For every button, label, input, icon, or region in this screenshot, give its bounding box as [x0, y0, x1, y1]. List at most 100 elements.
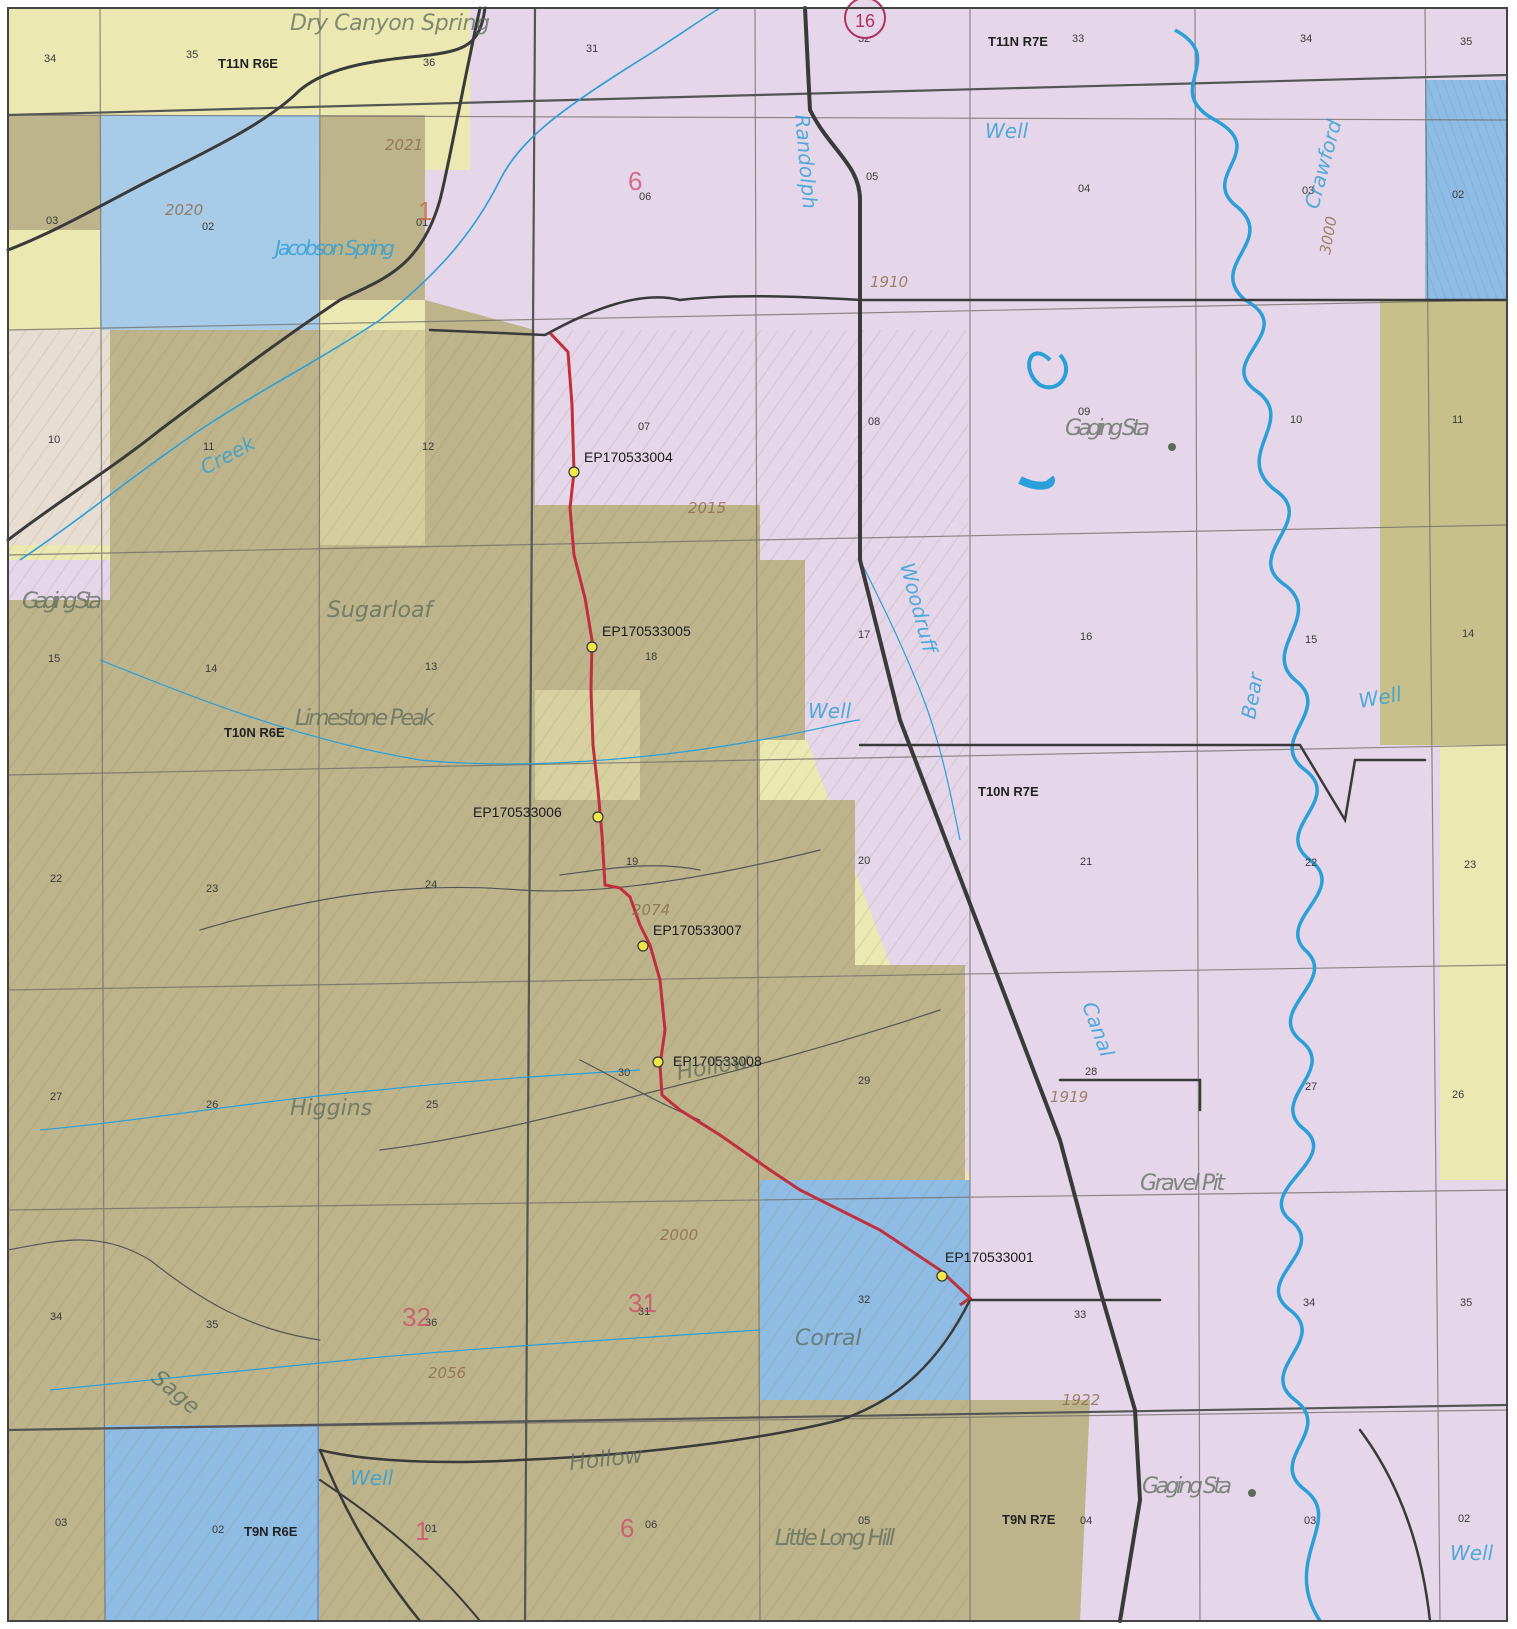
svg-text:EP170533007: EP170533007: [653, 922, 742, 938]
road-north-2: [6, 6, 482, 542]
svg-text:15: 15: [48, 653, 60, 665]
svg-text:2020: 2020: [165, 201, 203, 219]
road-1919: [1058, 1078, 1202, 1112]
road-east: [1358, 1428, 1432, 1623]
svg-text:1922: 1922: [1062, 1391, 1100, 1409]
survey-points: EP170533004 EP170533005 EP170533006 EP17…: [473, 449, 1034, 1282]
svg-text:31: 31: [638, 1306, 650, 1318]
svg-text:32: 32: [858, 1294, 870, 1306]
state-land-nw: [100, 115, 320, 330]
svg-text:23: 23: [1464, 859, 1476, 871]
woodruff-creek: [859, 559, 961, 841]
svg-text:1910: 1910: [870, 273, 908, 291]
svg-text:10: 10: [1290, 414, 1302, 426]
big-section-numbers: 6 1 32 31 1 6: [402, 166, 657, 1546]
svg-text:04: 04: [1080, 1515, 1092, 1527]
svg-text:32: 32: [402, 1302, 431, 1332]
svg-text:22: 22: [1305, 857, 1317, 869]
township-labels: T11N R6E T11N R7E T10N R6E T10N R7E T9N …: [218, 34, 1056, 1539]
svg-text:01: 01: [416, 217, 428, 229]
svg-text:26: 26: [206, 1099, 218, 1111]
svg-text:EP170533008: EP170533008: [673, 1053, 762, 1069]
forest-nw: [8, 115, 100, 230]
svg-text:16: 16: [1080, 631, 1092, 643]
svg-text:35: 35: [1460, 1297, 1472, 1309]
svg-text:1: 1: [418, 196, 432, 226]
svg-text:27: 27: [1305, 1081, 1317, 1093]
township-lines: [7, 7, 1508, 1622]
gaging-station-markers: [1168, 443, 1256, 1497]
svg-text:03: 03: [1302, 185, 1314, 197]
svg-text:35: 35: [1460, 36, 1472, 48]
trail-4: [559, 865, 701, 876]
point-EP170533008[interactable]: EP170533008: [652, 1053, 762, 1069]
svg-text:21: 21: [1080, 856, 1092, 868]
svg-text:11: 11: [203, 441, 214, 453]
twp-t11n-r7e: T11N R7E: [988, 34, 1048, 49]
svg-text:1919: 1919: [1050, 1088, 1088, 1106]
svg-text:Corral: Corral: [795, 1326, 862, 1351]
road-sw: [318, 1448, 422, 1623]
stream-3: [39, 1069, 641, 1131]
gaging-station-icon: [1168, 443, 1176, 451]
point-EP170533004[interactable]: EP170533004: [568, 449, 673, 478]
svg-text:Gravel Pit: Gravel Pit: [1140, 1171, 1226, 1196]
svg-text:14: 14: [205, 663, 217, 675]
survey-route: [548, 331, 973, 1307]
road-east-west: [858, 743, 1427, 824]
svg-text:02: 02: [1458, 1513, 1470, 1525]
point-EP170533007[interactable]: EP170533007: [637, 922, 742, 952]
svg-text:EP170533001: EP170533001: [945, 1249, 1034, 1265]
svg-text:27: 27: [50, 1091, 62, 1103]
svg-text:EP170533004: EP170533004: [584, 449, 673, 465]
svg-text:28: 28: [1085, 1066, 1097, 1078]
svg-text:22: 22: [50, 873, 62, 885]
svg-text:15: 15: [1305, 634, 1317, 646]
svg-text:EP170533006: EP170533006: [473, 804, 562, 820]
section-numbers: 34 35 36 31 32 33 34 35 03 02 01 06 05 0…: [44, 33, 1476, 1536]
svg-text:33: 33: [1074, 1309, 1086, 1321]
svg-text:Limestone Peak: Limestone Peak: [295, 706, 436, 731]
twp-t10n-r6e: T10N R6E: [224, 725, 285, 740]
stream-2: [99, 659, 861, 765]
svg-text:34: 34: [50, 1311, 62, 1323]
svg-text:31: 31: [586, 43, 598, 55]
svg-text:02: 02: [202, 221, 214, 233]
svg-text:01: 01: [425, 1523, 437, 1535]
section-grid: [7, 7, 1508, 1622]
forest-sec36-top: [320, 115, 425, 300]
twp-t9n-r7e: T9N R7E: [1002, 1512, 1056, 1527]
svg-text:12: 12: [422, 441, 434, 453]
pond-1: [1027, 351, 1068, 390]
svg-text:36: 36: [425, 1317, 437, 1329]
point-EP170533001[interactable]: EP170533001: [936, 1249, 1034, 1282]
svg-text:Little Long Hill: Little Long Hill: [775, 1526, 895, 1551]
highway-16: [803, 6, 1143, 1623]
road-sw-2: [319, 1479, 481, 1622]
svg-text:05: 05: [858, 1515, 870, 1527]
roads: [6, 6, 1509, 1623]
svg-text:Gaging Sta: Gaging Sta: [1142, 1474, 1232, 1499]
svg-text:Higgins: Higgins: [290, 1096, 372, 1121]
svg-text:07: 07: [638, 421, 650, 433]
svg-text:16: 16: [855, 11, 875, 31]
svg-text:26: 26: [1452, 1089, 1464, 1101]
highway-shield-16: 16: [844, 0, 886, 39]
svg-text:09: 09: [1078, 406, 1090, 418]
svg-text:24: 24: [425, 879, 437, 891]
svg-text:1: 1: [415, 1516, 429, 1546]
svg-text:06: 06: [639, 191, 651, 203]
svg-text:34: 34: [44, 53, 56, 65]
svg-text:Dry Canyon Spring: Dry Canyon Spring: [290, 11, 490, 36]
svg-text:02: 02: [1452, 189, 1464, 201]
svg-text:Well: Well: [808, 699, 852, 723]
point-EP170533006[interactable]: EP170533006: [473, 804, 604, 823]
svg-text:Gaging Sta: Gaging Sta: [22, 589, 102, 614]
creek: [19, 7, 721, 561]
svg-text:19: 19: [626, 856, 638, 868]
blm-east: [1380, 300, 1507, 745]
point-EP170533005[interactable]: EP170533005: [586, 623, 691, 653]
land-ownership: [8, 8, 1507, 1621]
